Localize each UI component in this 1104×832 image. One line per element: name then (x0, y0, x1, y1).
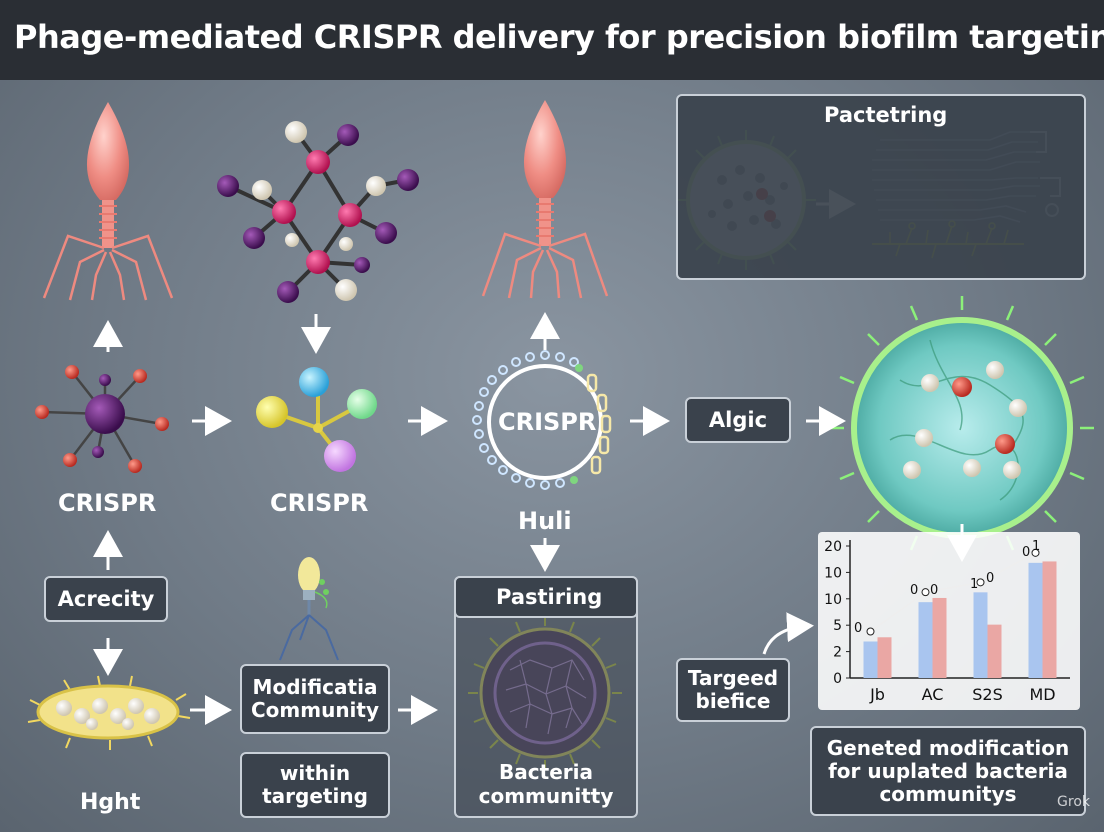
watermark: Grok (1057, 794, 1090, 810)
hght-label: Hght (80, 790, 141, 815)
trend-label: 0 (910, 583, 918, 598)
y-tick-label: 10 (824, 565, 842, 581)
acrecity-box: Acrecity (44, 576, 168, 622)
bar (877, 637, 892, 678)
crispr-label: CRISPR (58, 489, 157, 517)
within-targeting-box: within targeting (240, 752, 390, 818)
x-tick-label: MD (1029, 685, 1055, 704)
bar (1042, 561, 1057, 678)
x-tick-label: S2S (972, 685, 1003, 704)
colorful-molecule-icon (256, 367, 377, 472)
genetic-modification-box: Geneted modification for uuplated bacter… (810, 726, 1086, 816)
bacteria-colony-icon (27, 675, 191, 750)
huli-label: Huli (518, 507, 572, 535)
trend-marker (1031, 548, 1040, 557)
lightbulb-phage-icon (279, 557, 339, 661)
x-tick-label: AC (922, 685, 944, 704)
title-bar: Phage-mediated CRISPR delivery for preci… (0, 0, 1104, 80)
bacteria-community-caption: Bacteria communitty (478, 760, 614, 808)
molecule-network-icon (217, 121, 419, 303)
y-tick-label: 0 (833, 671, 842, 687)
trend-label: 1 (1032, 539, 1040, 554)
bacteria-cell-icon (830, 296, 1094, 560)
plasmid-ring-icon (472, 350, 612, 490)
page-title: Phage-mediated CRISPR delivery for preci… (14, 18, 1104, 56)
pastiring-panel-header (454, 576, 638, 618)
purple-molecule-icon (35, 365, 169, 473)
crispr-ring-label: CRISPR (498, 408, 597, 436)
y-tick-label: 10 (824, 592, 842, 608)
trend-label: 0 (1022, 545, 1030, 560)
trend-label: 0 (986, 571, 994, 586)
arrow-curve (762, 612, 814, 655)
pastiring-panel-title: Pastiring (496, 585, 603, 609)
y-tick-label: 2 (833, 645, 842, 661)
bar (918, 602, 933, 678)
y-tick-label: 5 (833, 618, 842, 634)
trend-marker (866, 627, 875, 636)
trend-label: 1 (970, 577, 978, 592)
modification-community-box: Modificatia Community (240, 664, 390, 734)
phage-icon (42, 102, 174, 301)
trend-label: 0 (854, 621, 862, 636)
trend-marker (976, 578, 985, 587)
bar (932, 597, 947, 678)
phage-icon (481, 100, 609, 299)
targeted-biofilm-box: Targeed biefice (676, 658, 790, 722)
flow-arrows (93, 312, 977, 725)
bar (1028, 562, 1043, 678)
crispr-label: CRISPR (270, 489, 369, 517)
trend-marker (921, 588, 930, 597)
trend-line (870, 552, 1036, 633)
trend-label: 0 (930, 583, 938, 598)
bar (987, 624, 1002, 678)
packaging-panel-title: Pactetring (824, 103, 948, 127)
x-tick-label: Jb (869, 685, 885, 704)
bar (973, 592, 988, 678)
y-tick-label: 20 (824, 539, 842, 555)
algic-box: Algic (685, 397, 791, 443)
packaging-panel (676, 94, 1086, 280)
bar (863, 641, 878, 678)
